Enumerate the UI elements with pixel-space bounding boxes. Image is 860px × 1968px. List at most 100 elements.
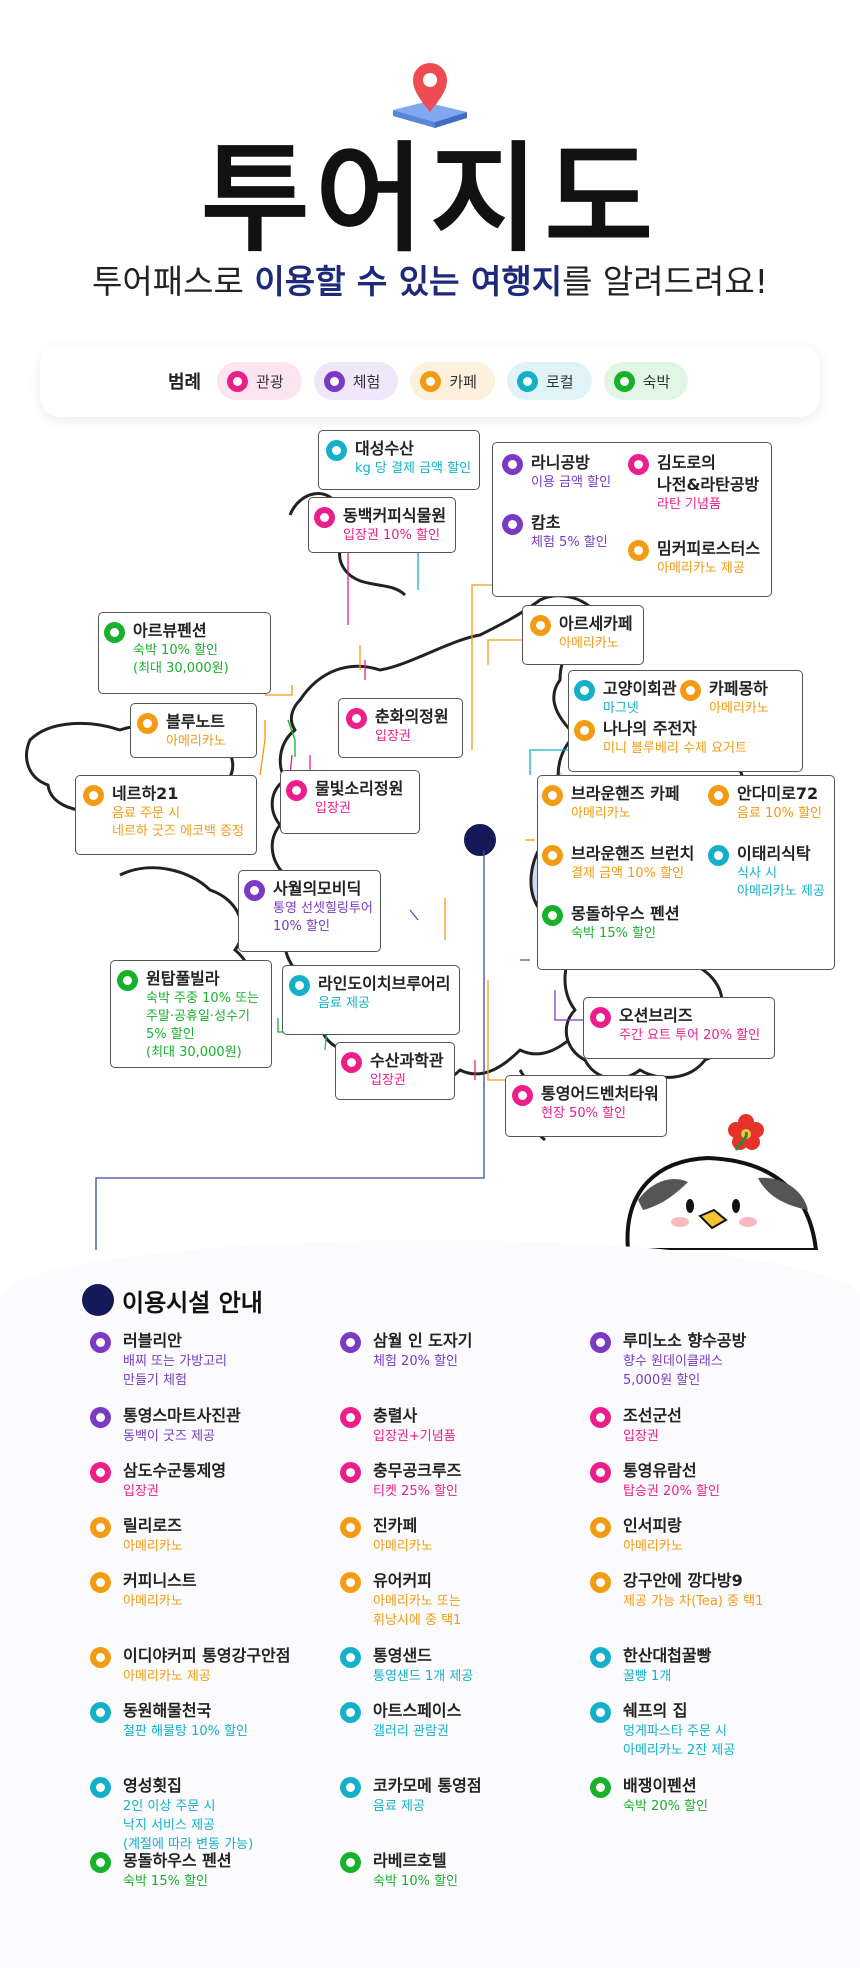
map-label-box <box>318 430 480 490</box>
stay-pin-icon <box>117 970 138 991</box>
map-place-name: 아르뷰펜션 <box>133 621 207 640</box>
facility-benefit: 제공 가능 차(Tea) 중 택1 <box>623 1594 764 1609</box>
local-pin-icon <box>340 1777 361 1798</box>
map-place-benefit: 통영 선셋힐링투어 10% 할인 <box>273 901 373 934</box>
map-place-benefit: 음료 주문 시 네르하 굿즈 에코백 증정 <box>112 806 244 839</box>
facility-title-dot <box>82 1284 114 1316</box>
facility-name: 충무공크루즈 <box>373 1461 462 1480</box>
facility-name: 쉐프의 집 <box>623 1701 688 1720</box>
cafe-pin-icon <box>590 1572 611 1593</box>
map-place-benefit: 아메리카노 제공 <box>657 561 745 576</box>
facility-name: 동원해물천국 <box>123 1701 212 1720</box>
cafe-pin-icon <box>83 785 104 806</box>
facility-benefit: 탑승권 20% 할인 <box>623 1484 720 1499</box>
cafe-pin-icon <box>90 1647 111 1668</box>
map-label-box <box>98 612 271 694</box>
exp-pin-icon <box>340 1332 361 1353</box>
map-place-benefit: 숙박 주중 10% 또는 주말·공휴일·성수기 5% 할인 (최대 30,000… <box>146 991 260 1060</box>
map-place-name: 춘화의정원 <box>375 707 449 726</box>
map-place-benefit: 아메리카노 <box>166 734 226 749</box>
facility-name: 몽돌하우스 펜션 <box>123 1851 232 1870</box>
map-place-benefit: 결제 금액 10% 할인 <box>571 866 685 881</box>
map-place-name: 네르하21 <box>112 784 179 803</box>
map-place-benefit: 마그넷 <box>603 701 639 716</box>
map-place-name: 카페몽하 <box>709 679 768 698</box>
legend-chip-label: 로컬 <box>545 372 574 391</box>
tour-pin-icon <box>628 454 649 475</box>
facility-benefit: 통영샌드 1개 제공 <box>373 1669 474 1684</box>
facility-benefit: 체험 20% 할인 <box>373 1354 458 1369</box>
map-place-benefit: 라탄 기념품 <box>657 497 721 512</box>
map-place-name: 수산과학관 <box>370 1051 444 1070</box>
map-place-name: 동백커피식물원 <box>343 506 447 525</box>
tour-pin-icon <box>340 1462 361 1483</box>
map-place-name: 브라운핸즈 카페 <box>571 784 680 803</box>
map-place-benefit: 숙박 15% 할인 <box>571 926 656 941</box>
legend-chip-stay: 숙박 <box>603 362 689 400</box>
facility-benefit: 입장권 <box>623 1429 659 1444</box>
map-place-benefit: 입장권 <box>375 729 411 744</box>
facility-name: 조선군선 <box>623 1406 682 1425</box>
cafe-pin-icon <box>680 680 701 701</box>
map-place-benefit: 입장권 <box>315 801 351 816</box>
map-label-box <box>308 497 456 553</box>
local-pin-icon <box>574 680 595 701</box>
map-place-name: 물빛소리정원 <box>315 779 404 798</box>
stay-pin-icon <box>340 1852 361 1873</box>
facility-benefit: 아메리카노 <box>623 1539 683 1554</box>
facility-benefit: 숙박 20% 할인 <box>623 1799 708 1814</box>
map-place-cafe[interactable]: 네르하21 음료 주문 시 네르하 굿즈 에코백 증정 <box>83 783 244 841</box>
